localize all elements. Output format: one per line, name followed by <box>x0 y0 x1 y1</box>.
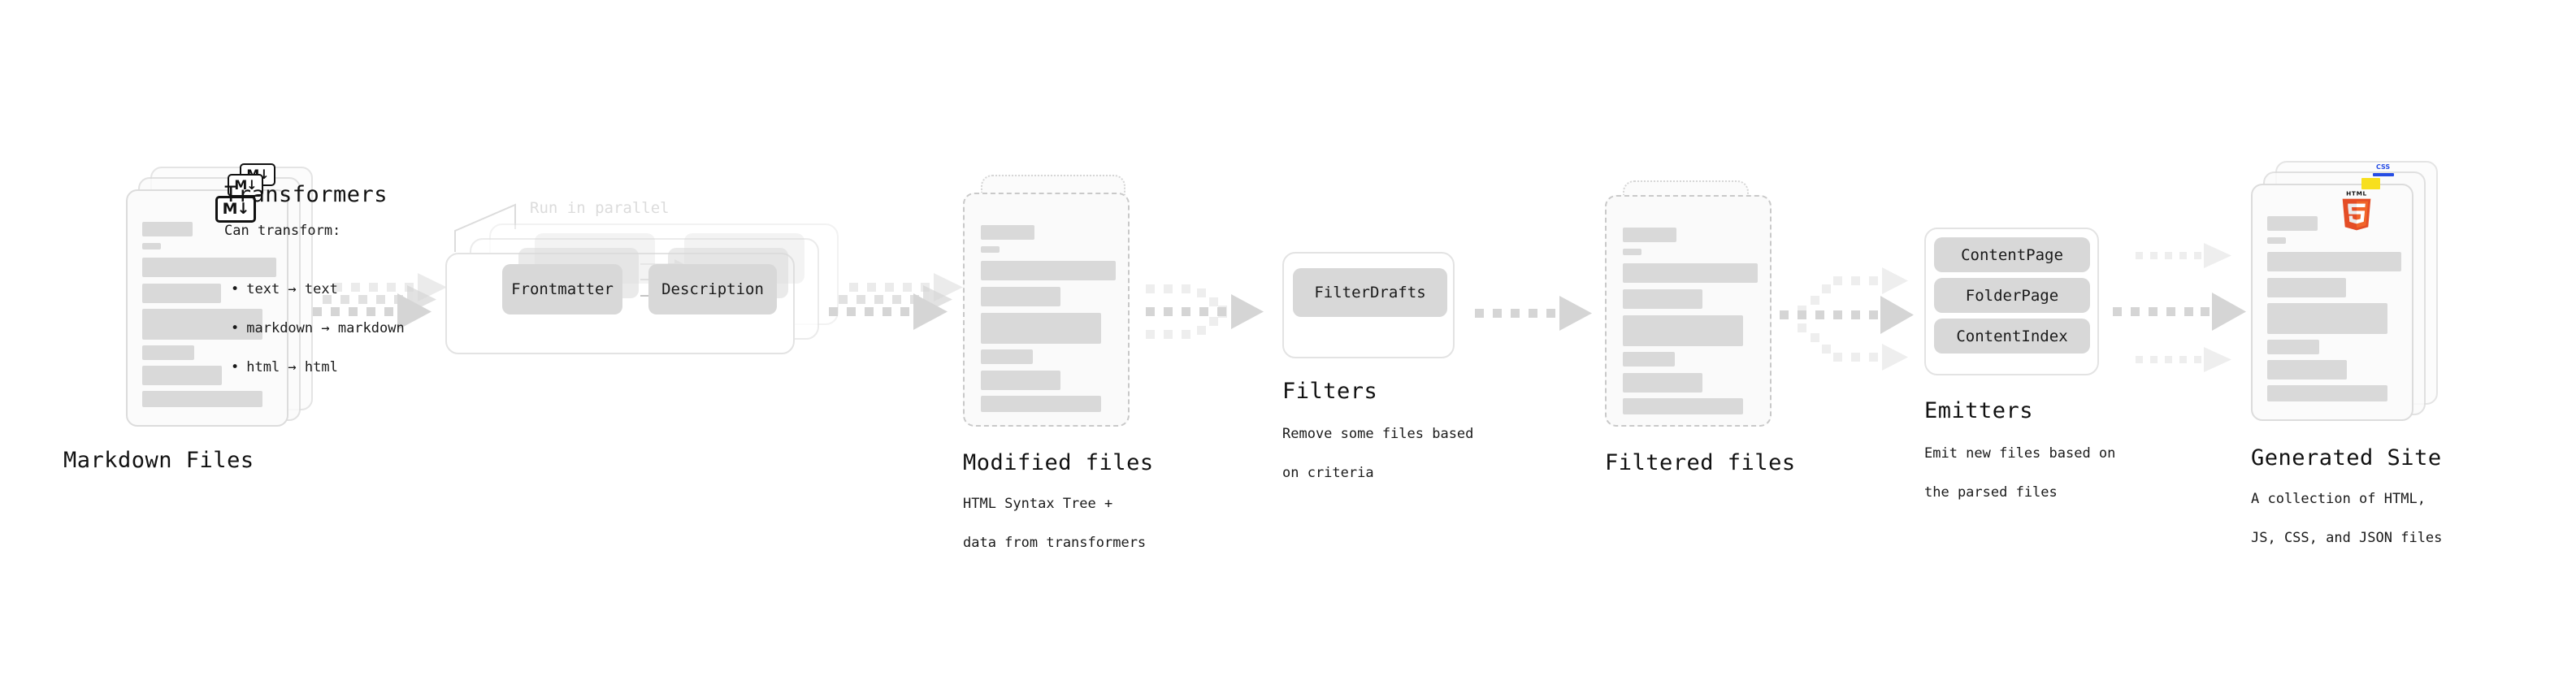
transformers-title: Transformers <box>224 182 388 207</box>
skeleton-bar <box>142 258 276 277</box>
skeleton-bar <box>2267 252 2401 271</box>
transformers-desc-heading: Can transform: <box>224 223 341 239</box>
skeleton-bar <box>1623 352 1675 367</box>
list-item: markdown → markdown <box>231 319 404 338</box>
skeleton-bar <box>2267 385 2387 401</box>
js-badge <box>2361 178 2380 189</box>
filters-description: Remove some files based on criteria <box>1282 405 1473 502</box>
skeleton-bar <box>981 371 1060 390</box>
skeleton-bar <box>142 391 262 407</box>
skeleton-bar <box>2267 340 2319 354</box>
skeleton-bar <box>2267 303 2387 334</box>
skeleton-bar <box>142 345 194 360</box>
svg-text:HTML: HTML <box>2346 190 2367 197</box>
emitter-chip-contentindex[interactable]: ContentIndex <box>1934 319 2090 354</box>
run-in-parallel-label: Run in parallel <box>530 199 670 217</box>
filter-chip-filterdrafts[interactable]: FilterDrafts <box>1293 268 1447 317</box>
skeleton-bar <box>1623 398 1743 414</box>
transformers-description: Can transform: text → text markdown → ma… <box>224 202 405 416</box>
emitters-title: Emitters <box>1924 398 2034 423</box>
filters-title: Filters <box>1282 379 1378 404</box>
emitters-desc-line-1: Emit new files based on <box>1924 445 2116 462</box>
generated-site-stack: CSS HTML <box>2251 161 2438 421</box>
transformer-chip-frontmatter[interactable]: Frontmatter <box>502 264 622 314</box>
skeleton-bar <box>142 243 161 249</box>
list-item: html → html <box>231 358 405 377</box>
skeleton-bar <box>2267 360 2347 380</box>
markdown-files-stack: M↓ M↓ M↓ <box>126 163 313 427</box>
run-in-parallel-bracket <box>454 203 516 252</box>
skeleton-bar <box>142 284 221 303</box>
filters-desc-line-1: Remove some files based <box>1282 426 1474 442</box>
generated-site-desc-line-2: JS, CSS, and JSON files <box>2251 530 2443 546</box>
modified-files-description: HTML Syntax Tree + data from transformer… <box>963 475 1146 572</box>
markdown-files-title: Markdown Files <box>63 448 254 473</box>
filtered-files-title: Filtered files <box>1605 450 1796 475</box>
skeleton-bar <box>142 222 193 236</box>
skeleton-bar <box>1623 373 1702 393</box>
filtered-files-stack <box>1605 180 1780 432</box>
modified-files-stack <box>963 175 1138 427</box>
skeleton-bar <box>981 225 1034 240</box>
skeleton-bar <box>1623 249 1641 255</box>
skeleton-bar <box>981 396 1101 412</box>
arrow-modified-to-filters <box>1146 284 1264 339</box>
skeleton-bar <box>981 287 1060 306</box>
skeleton-bar <box>1623 263 1758 283</box>
list-item: text → text <box>231 280 405 299</box>
skeleton-bar <box>2267 237 2286 244</box>
transformer-chip-description[interactable]: Description <box>648 264 777 314</box>
arrow-emitters-to-site <box>2113 243 2246 372</box>
skeleton-bar <box>142 366 222 385</box>
css-badge: CSS <box>2376 163 2391 171</box>
generated-site-title: Generated Site <box>2251 445 2442 471</box>
css-badge-bar <box>2373 173 2394 176</box>
skeleton-bar <box>981 246 1000 253</box>
arrow-transformers-to-modified <box>829 273 963 330</box>
emitters-description: Emit new files based on the parsed files <box>1924 424 2115 522</box>
emitter-chip-folderpage[interactable]: FolderPage <box>1934 278 2090 313</box>
skeleton-bar <box>981 349 1033 364</box>
modified-files-title: Modified files <box>963 450 1154 475</box>
skeleton-bar <box>1623 315 1743 346</box>
markdown-badge-front: M↓ <box>215 196 256 223</box>
transformers-group: Frontmatter Description <box>439 223 845 366</box>
arrow-filtered-to-emitters <box>1780 267 1914 371</box>
skeleton-bar <box>981 261 1116 280</box>
skeleton-bar <box>1623 228 1676 242</box>
emitter-chip-contentpage[interactable]: ContentPage <box>1934 237 2090 272</box>
skeleton-bar <box>1623 289 1702 309</box>
generated-site-description: A collection of HTML, JS, CSS, and JSON … <box>2251 470 2442 567</box>
html5-badge: HTML <box>2342 190 2371 231</box>
filters-desc-line-2: on criteria <box>1282 465 1374 481</box>
skeleton-bar <box>981 313 1101 344</box>
transformers-bullet-list: text → text markdown → markdown html → h… <box>231 260 405 397</box>
skeleton-bar <box>2267 216 2318 231</box>
emitters-desc-line-2: the parsed files <box>1924 484 2058 501</box>
modified-files-desc-line-2: data from transformers <box>963 535 1147 551</box>
generated-site-desc-line-1: A collection of HTML, <box>2251 491 2426 507</box>
modified-files-desc-line-1: HTML Syntax Tree + <box>963 496 1113 512</box>
skeleton-bar <box>2267 278 2346 297</box>
arrow-filters-to-filtered <box>1475 296 1592 331</box>
